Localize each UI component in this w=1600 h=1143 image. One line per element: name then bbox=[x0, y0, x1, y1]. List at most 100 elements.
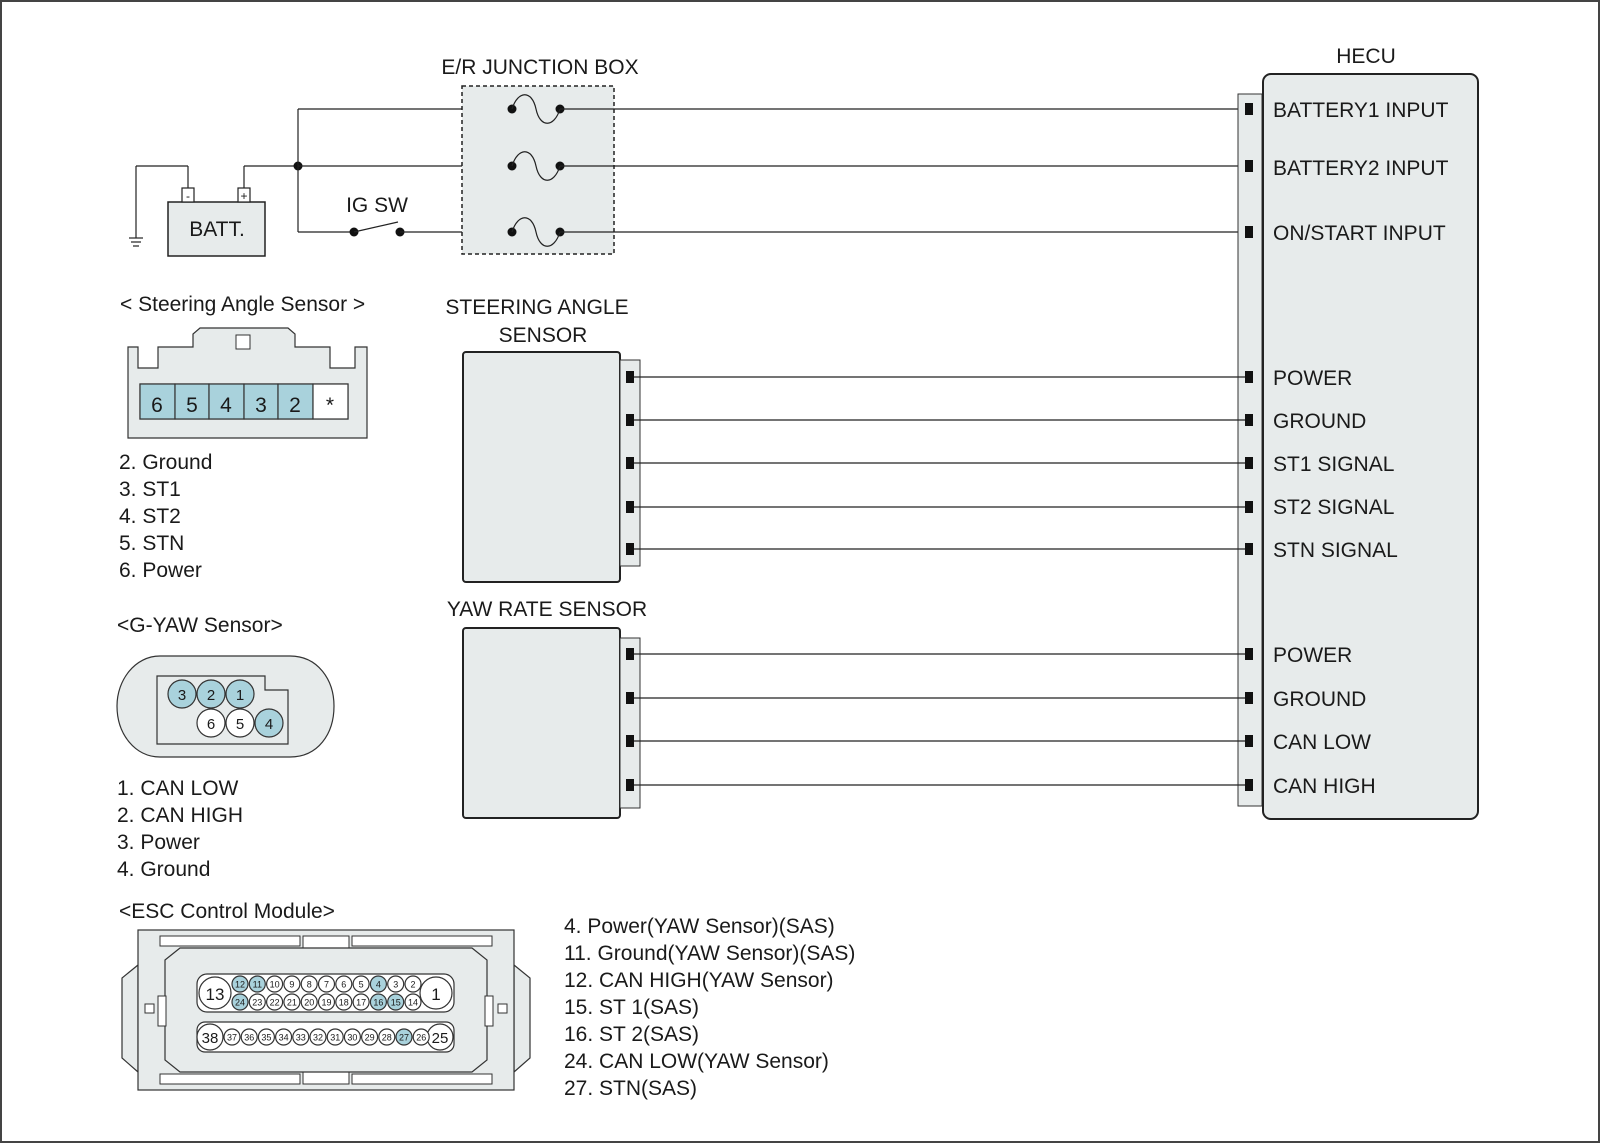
esc-legend: 4. Power(YAW Sensor)(SAS) 11. Ground(YAW… bbox=[564, 915, 855, 1100]
esc-pin bbox=[335, 975, 353, 993]
esc-pin-number: 8 bbox=[307, 980, 312, 990]
battery-label: BATT. bbox=[189, 218, 245, 241]
sas-pin-number: 5 bbox=[186, 394, 198, 417]
esc-pin-number: 23 bbox=[252, 998, 262, 1008]
ig-switch: IG SW bbox=[346, 194, 408, 237]
esc-pin-number: 14 bbox=[408, 998, 418, 1008]
ground-symbol-icon bbox=[129, 165, 189, 247]
esc-pin-number: 38 bbox=[202, 1030, 219, 1047]
legend-item: 5. STN bbox=[119, 532, 184, 555]
hecu-title: HECU bbox=[1336, 45, 1396, 68]
esc-pin bbox=[283, 993, 301, 1011]
legend-item: 15. ST 1(SAS) bbox=[564, 996, 699, 1019]
esc-pin-number: 36 bbox=[244, 1033, 254, 1043]
esc-pin-number: 31 bbox=[330, 1033, 340, 1043]
sas-title-line2: SENSOR bbox=[499, 324, 588, 347]
gyaw-legend: 1. CAN LOW 2. CAN HIGH 3. Power 4. Groun… bbox=[117, 777, 243, 881]
esc-pin bbox=[317, 993, 336, 1011]
esc-pin-number: 24 bbox=[235, 998, 245, 1008]
esc-pin-number: 2 bbox=[410, 980, 415, 990]
hecu-pin-label: BATTERY1 INPUT bbox=[1273, 99, 1449, 122]
gyaw-connector-title: <G-YAW Sensor> bbox=[117, 614, 283, 637]
esc-pin bbox=[309, 1028, 327, 1046]
hecu-pin-label: ON/START INPUT bbox=[1273, 222, 1446, 245]
legend-item: 3. ST1 bbox=[119, 478, 181, 501]
battery-pos-label: + bbox=[240, 189, 247, 203]
sas-pin-number: 3 bbox=[255, 394, 267, 417]
hecu-pin-label: CAN LOW bbox=[1273, 731, 1371, 754]
legend-item: 4. ST2 bbox=[119, 505, 181, 528]
gyaw-pin-number: 2 bbox=[207, 687, 215, 704]
hecu-pin-label: BATTERY2 INPUT bbox=[1273, 157, 1449, 180]
fuse-icon bbox=[507, 151, 565, 181]
hecu-pin-label: POWER bbox=[1273, 644, 1352, 667]
sas-pin-number: 4 bbox=[220, 394, 232, 417]
esc-pin bbox=[361, 1028, 379, 1046]
esc-pin-number: 15 bbox=[391, 998, 401, 1008]
legend-item: 16. ST 2(SAS) bbox=[564, 1023, 699, 1046]
esc-pin-number: 9 bbox=[289, 980, 294, 990]
sas-connector-title: < Steering Angle Sensor > bbox=[120, 293, 365, 316]
esc-pin-number: 30 bbox=[347, 1033, 357, 1043]
esc-pin bbox=[292, 1028, 310, 1046]
esc-pin bbox=[266, 975, 284, 993]
esc-pin-number: 12 bbox=[235, 980, 245, 990]
esc-pin-number: 16 bbox=[373, 998, 383, 1008]
esc-pin-number: 7 bbox=[324, 980, 329, 990]
gyaw-pin-number: 1 bbox=[236, 687, 244, 704]
fuse-icon bbox=[507, 94, 565, 124]
hecu-pin-label: ST1 SIGNAL bbox=[1273, 453, 1394, 476]
esc-pin bbox=[223, 1028, 241, 1046]
esc-pin-number: 19 bbox=[321, 998, 331, 1008]
esc-pin-number: 4 bbox=[376, 980, 381, 990]
esc-pin-number: 20 bbox=[304, 998, 314, 1008]
esc-pin-number: 29 bbox=[365, 1033, 375, 1043]
hecu-pin-label: POWER bbox=[1273, 367, 1352, 390]
esc-pin-number: 1 bbox=[431, 985, 440, 1004]
esc-pin bbox=[352, 975, 370, 993]
esc-pin-number: 10 bbox=[270, 980, 280, 990]
esc-pin bbox=[283, 975, 301, 993]
legend-item: 3. Power bbox=[117, 831, 200, 854]
esc-pin-number: 25 bbox=[432, 1030, 449, 1047]
esc-pin-number: 18 bbox=[339, 998, 349, 1008]
esc-connector-title: <ESC Control Module> bbox=[119, 900, 335, 923]
esc-pin bbox=[387, 975, 405, 993]
hecu-module: HECU BATTERY1 INPUT BATTERY2 INPUT ON/ST… bbox=[1237, 45, 1479, 820]
sas-legend: 2. Ground 3. ST1 4. ST2 5. STN 6. Power bbox=[119, 451, 212, 582]
esc-pin bbox=[275, 1028, 293, 1046]
legend-item: 2. CAN HIGH bbox=[117, 804, 243, 827]
gyaw-pin-number: 5 bbox=[236, 716, 244, 733]
esc-pin-number: 26 bbox=[416, 1033, 426, 1043]
esc-pin bbox=[248, 975, 266, 993]
esc-pin bbox=[369, 993, 387, 1011]
gyaw-pin-number: 6 bbox=[207, 716, 215, 733]
legend-item: 4. Ground bbox=[117, 858, 210, 881]
esc-pin-number: 33 bbox=[296, 1033, 306, 1043]
battery-neg-label: - bbox=[186, 189, 190, 203]
esc-pin bbox=[378, 1028, 396, 1046]
legend-item: 6. Power bbox=[119, 559, 202, 582]
esc-pin-number: 32 bbox=[313, 1033, 323, 1043]
gyaw-pin-number: 3 bbox=[178, 687, 186, 704]
legend-item: 4. Power(YAW Sensor)(SAS) bbox=[564, 915, 835, 938]
esc-pin bbox=[352, 993, 370, 1011]
sas-connector-view: < Steering Angle Sensor > 6 5 4 3 2 * bbox=[120, 293, 368, 439]
esc-pin-number: 3 bbox=[393, 980, 398, 990]
esc-pin bbox=[240, 1028, 258, 1046]
esc-pin-number: 35 bbox=[261, 1033, 271, 1043]
esc-pin bbox=[404, 975, 422, 993]
esc-pin bbox=[335, 993, 353, 1011]
esc-pin-number: 37 bbox=[227, 1033, 237, 1043]
esc-pin-number: 17 bbox=[356, 998, 366, 1008]
legend-item: 12. CAN HIGH(YAW Sensor) bbox=[564, 969, 834, 992]
hecu-pin-label: GROUND bbox=[1273, 688, 1366, 711]
yaw-sensor-title: YAW RATE SENSOR bbox=[447, 598, 647, 621]
hecu-pin-label: CAN HIGH bbox=[1273, 775, 1376, 798]
legend-item: 11. Ground(YAW Sensor)(SAS) bbox=[564, 942, 855, 965]
